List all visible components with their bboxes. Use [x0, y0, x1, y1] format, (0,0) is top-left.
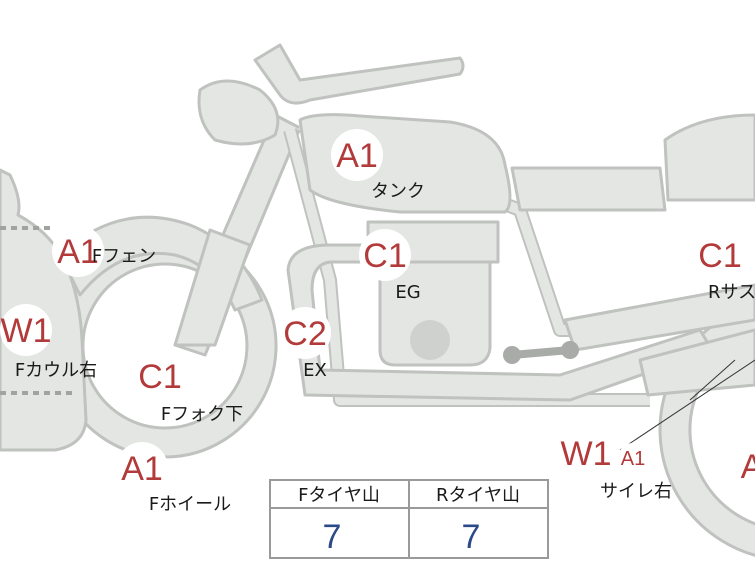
damage-code: W1 — [561, 435, 612, 473]
engine-cover — [410, 320, 450, 360]
front-fork-lower — [173, 228, 252, 347]
damage-code: C1 — [138, 358, 181, 396]
damage-label-silencer-right: W1 サイレ右 — [560, 427, 672, 502]
front-tire-value: 7 — [323, 518, 342, 556]
rear-tire-value: 7 — [462, 518, 481, 556]
foot-peg — [503, 341, 579, 364]
silencer-extra-badge: A1 — [618, 443, 648, 473]
damage-code: C1 — [698, 237, 741, 275]
part-name: EX — [303, 360, 327, 381]
damage-badge — [331, 129, 383, 181]
part-name: サイレ右 — [600, 481, 672, 502]
damage-badge — [560, 427, 612, 479]
seat — [510, 166, 667, 212]
part-name: タンク — [371, 181, 425, 202]
damage-badge — [726, 440, 755, 492]
part-name: Fフェン — [92, 246, 156, 267]
part-name: Fカウル右 — [15, 360, 97, 381]
silencer-extra-code: A1 — [621, 448, 645, 470]
part-name: Fホイール — [149, 494, 231, 515]
tail-cowl — [663, 113, 755, 202]
front-tire-header: Fタイヤ山 — [298, 485, 380, 506]
damage-badge — [279, 307, 331, 359]
part-name: Fフォク下 — [161, 404, 243, 425]
damage-code: A — [741, 448, 755, 486]
swingarm — [563, 283, 755, 352]
silencer-leader-line-2 — [689, 359, 736, 401]
exhaust — [286, 243, 714, 402]
damage-code: C1 — [363, 237, 406, 275]
rear-tire-header: Rタイヤ山 — [436, 485, 520, 506]
damage-code: A1 — [121, 450, 163, 488]
damage-code: C2 — [283, 315, 326, 353]
damage-badge — [52, 225, 104, 277]
damage-label-tank: A1 タンク — [331, 129, 425, 202]
damage-badge — [694, 229, 746, 281]
handlebar — [253, 43, 465, 105]
damage-code: A1 — [57, 233, 99, 271]
headlight — [197, 79, 280, 146]
damage-label-r-wheel-edge: A — [726, 440, 755, 492]
damage-badge — [359, 229, 411, 281]
damage-code: A1 — [336, 137, 378, 175]
silencer-leader-line — [619, 359, 755, 451]
tire-tread-table: Fタイヤ山 Rタイヤ山 7 7 — [269, 479, 549, 559]
part-name: EG — [395, 282, 420, 303]
engine-block — [378, 260, 492, 367]
damage-badge — [116, 442, 168, 494]
damage-code: W1 — [1, 312, 52, 350]
damage-badge — [0, 304, 52, 356]
damage-badge — [134, 350, 186, 402]
part-name: Rサス — [708, 282, 755, 303]
